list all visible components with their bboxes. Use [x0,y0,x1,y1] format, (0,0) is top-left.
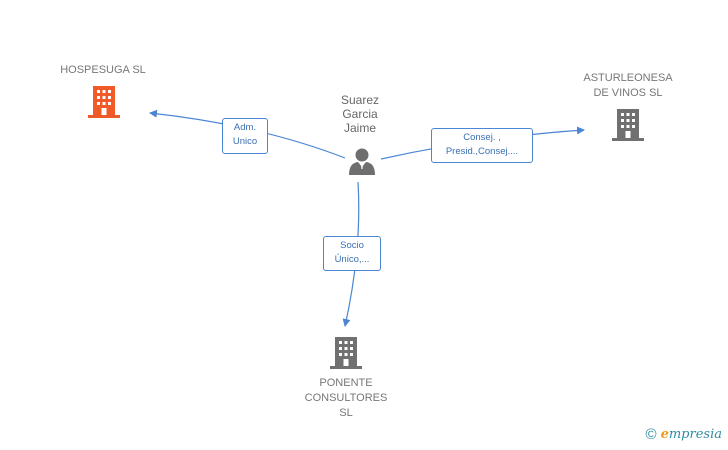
company-label-asturleonesa[interactable]: ASTURLEONESA DE VINOS SL [583,72,673,99]
company-label-hospesuga[interactable]: HOSPESUGA SL [60,64,146,76]
building-icon[interactable] [612,107,644,142]
relation-label-asturleonesa[interactable]: Consej. , Presid.,Consej.... [431,128,533,163]
building-icon[interactable] [330,335,362,370]
relation-label-hospesuga[interactable]: Adm. Unico [222,118,268,154]
relation-label-ponente[interactable]: Socio Único,... [323,236,381,271]
copyright-symbol: © [645,426,657,443]
brand-logo: © empresia [646,426,722,443]
person-name[interactable]: Suarez Garcia Jaime [340,93,380,135]
brand-name: empresia [660,427,722,442]
person-icon[interactable] [347,146,377,176]
company-label-ponente[interactable]: PONENTE CONSULTORES SL [304,377,388,419]
building-icon[interactable] [88,84,120,119]
